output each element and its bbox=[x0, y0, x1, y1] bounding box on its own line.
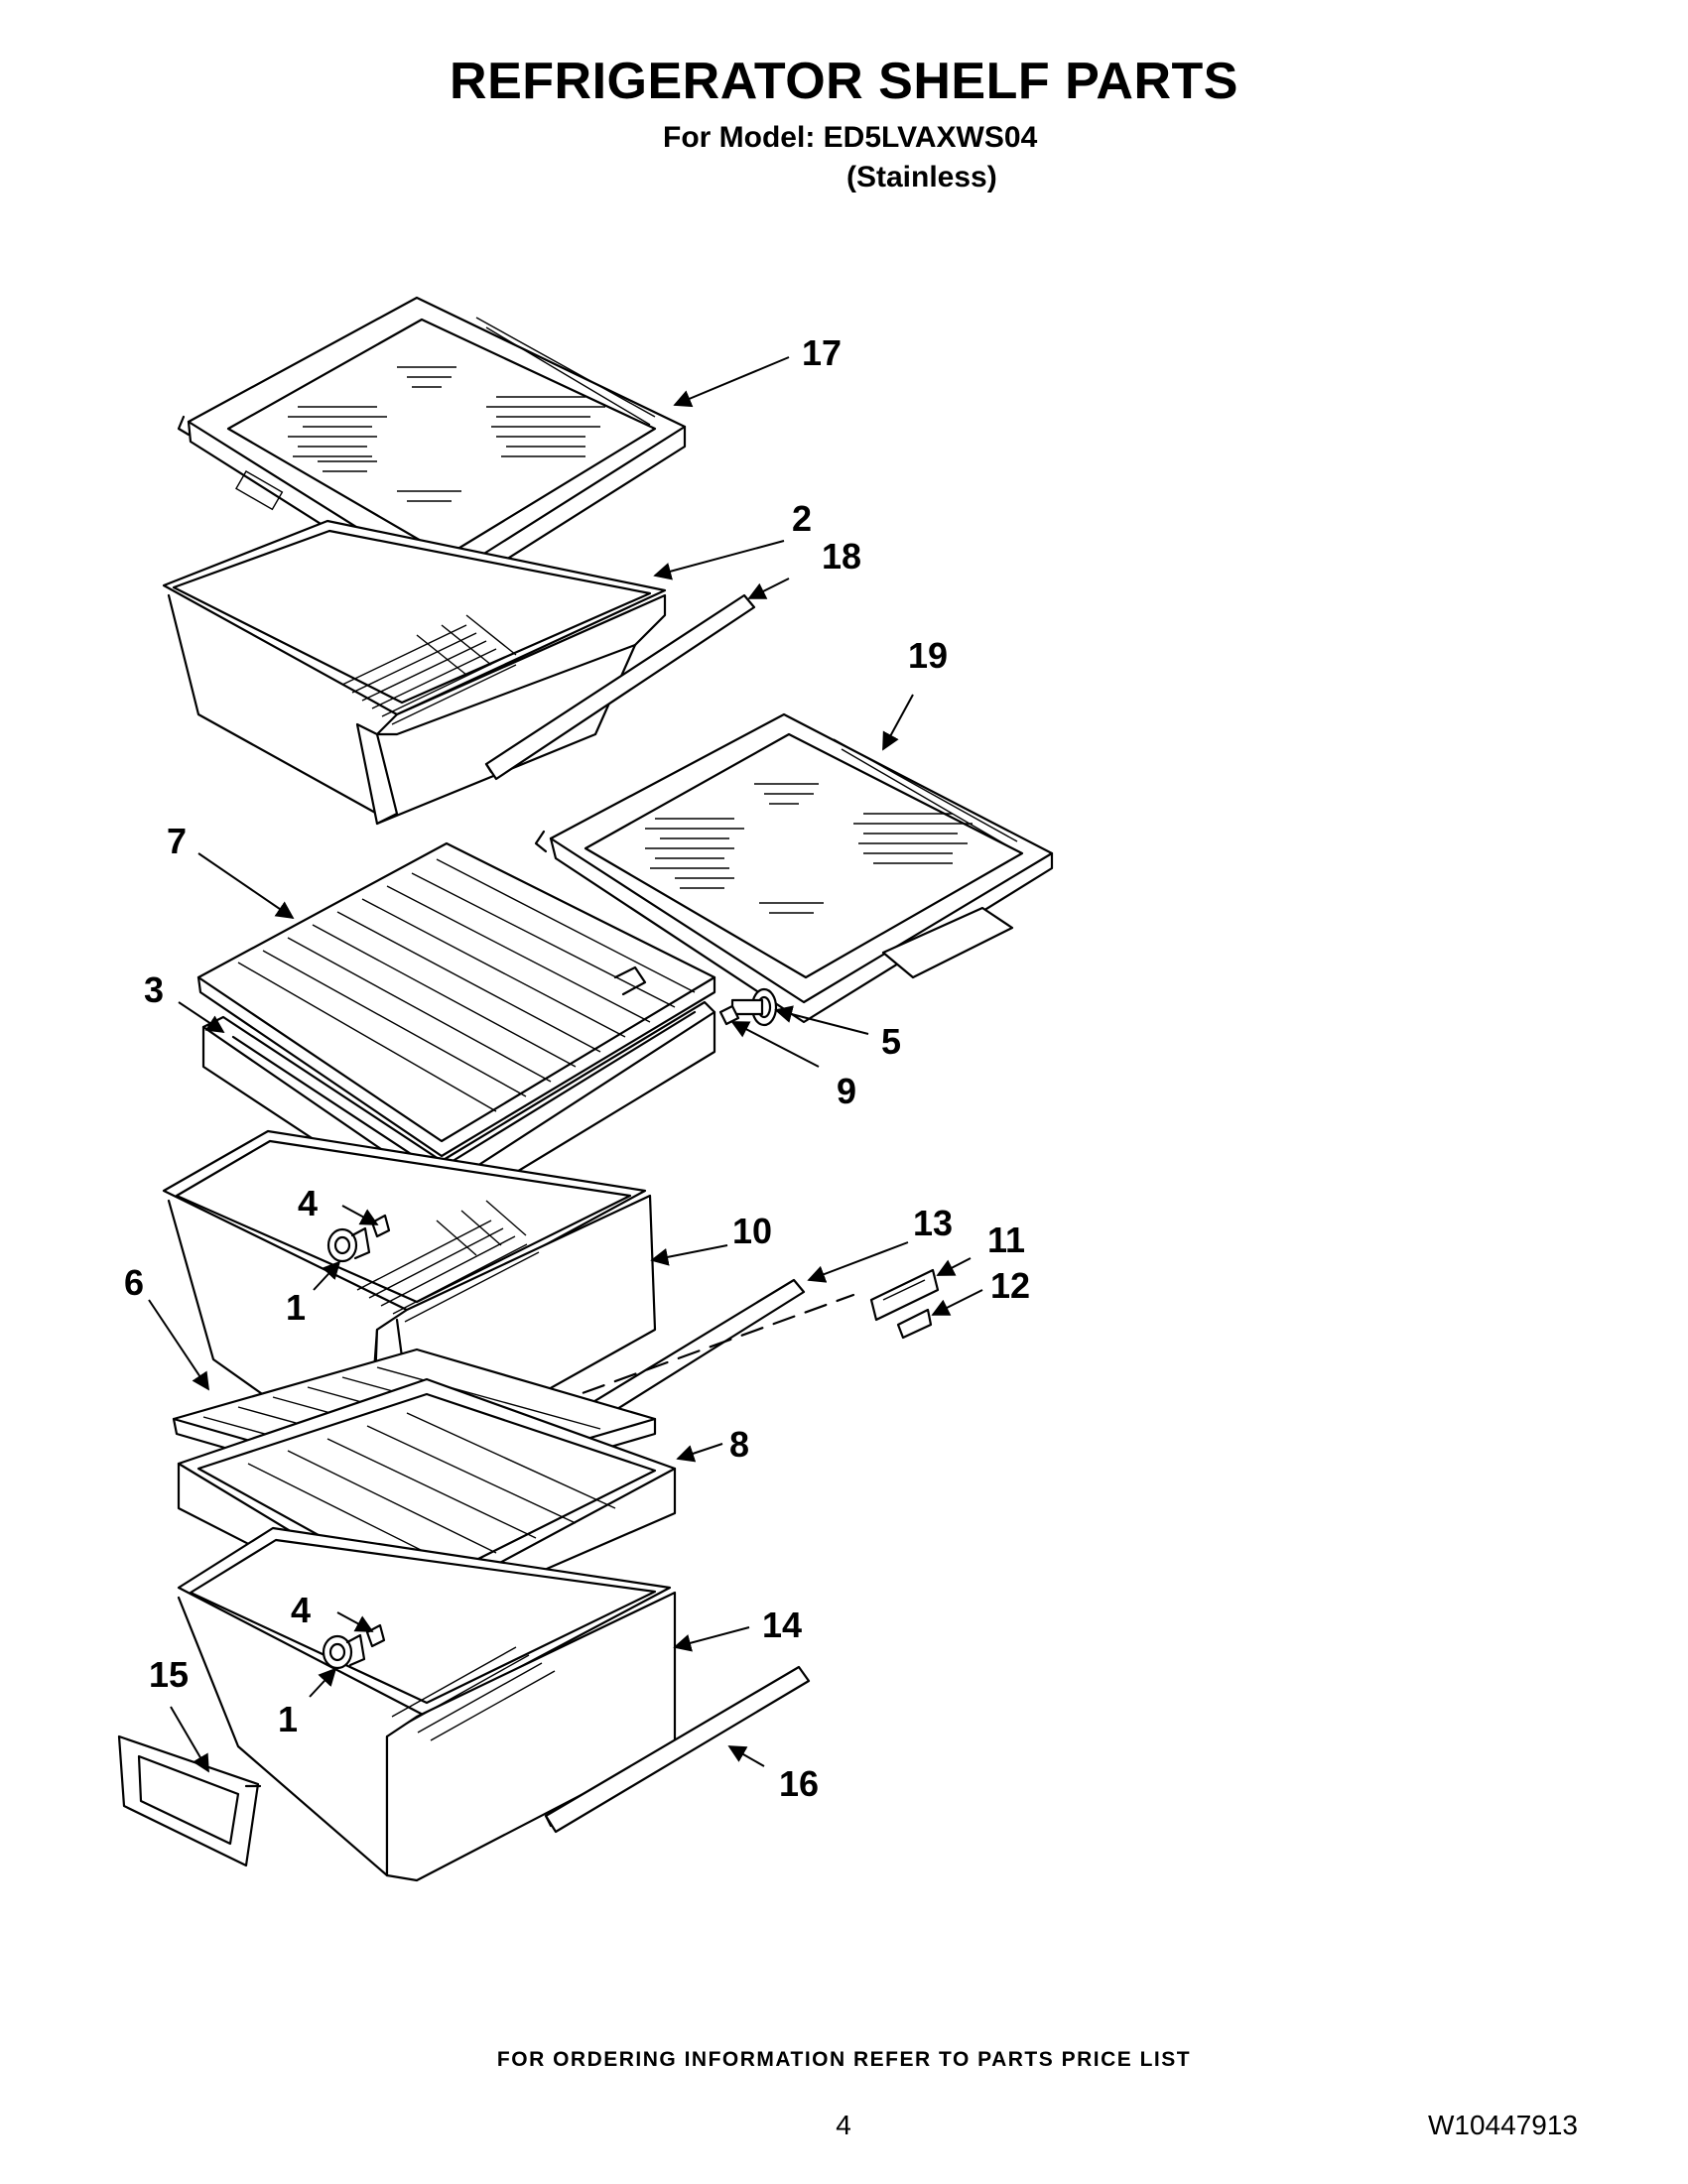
callout-numbers: 17 2 18 19 7 3 5 9 4 1 10 13 11 12 6 8 4… bbox=[124, 332, 1030, 1804]
callout-6: 6 bbox=[124, 1262, 144, 1303]
callout-19: 19 bbox=[908, 635, 948, 676]
callout-12: 12 bbox=[990, 1265, 1030, 1306]
label-holder-15 bbox=[117, 1734, 262, 1867]
screw-9 bbox=[718, 1004, 740, 1026]
callout-15: 15 bbox=[149, 1654, 189, 1695]
callout-10: 10 bbox=[732, 1211, 772, 1251]
crisper-drawer-14 bbox=[177, 1526, 677, 1882]
model-number: For Model: ED5LVAXWS04 bbox=[663, 121, 1038, 154]
roller-1-lower bbox=[322, 1633, 366, 1670]
label-clip-12 bbox=[896, 1308, 933, 1340]
callout-16: 16 bbox=[779, 1763, 819, 1804]
callout-2: 2 bbox=[792, 498, 812, 539]
shelf-19-glass bbox=[534, 712, 1054, 1024]
callout-7: 7 bbox=[167, 821, 187, 861]
document-number: W10447913 bbox=[1427, 2110, 1578, 2140]
callout-5: 5 bbox=[881, 1021, 901, 1062]
callout-18: 18 bbox=[822, 536, 861, 577]
callout-9: 9 bbox=[837, 1071, 856, 1111]
leader-lines bbox=[148, 356, 983, 1773]
callout-11: 11 bbox=[987, 1220, 1025, 1260]
label-holder-11 bbox=[869, 1268, 940, 1322]
callout-4-lower: 4 bbox=[291, 1590, 311, 1630]
handle-16 bbox=[544, 1665, 811, 1834]
model-variant: (Stainless) bbox=[846, 161, 997, 193]
crisper-drawer-upper bbox=[162, 519, 756, 826]
callout-4-upper: 4 bbox=[298, 1183, 318, 1223]
shelf-stop-5 bbox=[730, 987, 778, 1027]
callout-1-lower: 1 bbox=[278, 1699, 298, 1739]
callout-8: 8 bbox=[729, 1424, 749, 1465]
roller-1-upper bbox=[326, 1226, 371, 1263]
crisper-cover-7 bbox=[196, 841, 716, 1158]
ordering-note: FOR ORDERING INFORMATION REFER TO PARTS … bbox=[496, 2048, 1192, 2071]
callout-3: 3 bbox=[144, 969, 164, 1010]
callout-17: 17 bbox=[802, 332, 842, 373]
page-number: 4 bbox=[836, 2110, 851, 2140]
callout-1-upper: 1 bbox=[286, 1287, 306, 1328]
callout-13: 13 bbox=[913, 1203, 953, 1243]
page-title: REFRIGERATOR SHELF PARTS bbox=[450, 53, 1238, 110]
callout-14: 14 bbox=[762, 1605, 802, 1645]
